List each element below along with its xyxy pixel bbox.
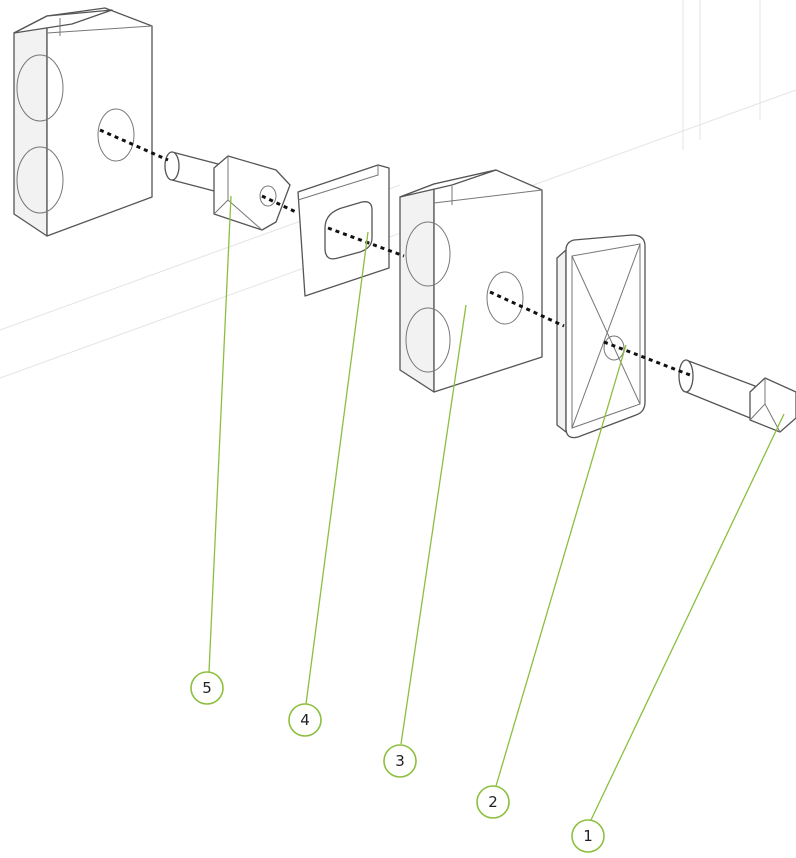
- callout-4: 4: [288, 703, 322, 737]
- leader-5: [208, 195, 232, 673]
- part-2-end-cover: [556, 234, 646, 439]
- part-1-bolt: [678, 359, 796, 433]
- callout-2-label: 2: [488, 793, 498, 811]
- leader-2: [495, 344, 627, 787]
- callout-1: 1: [571, 819, 605, 853]
- leader-3: [400, 304, 467, 745]
- callout-5-label: 5: [202, 679, 212, 697]
- callout-4-label: 4: [300, 711, 310, 729]
- leader-1: [590, 413, 785, 821]
- leader-lines: [208, 195, 785, 821]
- callout-3: 3: [383, 744, 417, 778]
- callout-3-label: 3: [395, 752, 405, 770]
- callout-2: 2: [476, 785, 510, 819]
- assembly-axis: [99, 128, 691, 377]
- leader-4: [305, 231, 369, 705]
- callout-1-label: 1: [583, 827, 593, 845]
- part-3-middle-block: [399, 169, 543, 393]
- part-5-hex-standoff: [164, 151, 291, 231]
- part-4-bracket-plate: [297, 164, 390, 297]
- left-clamp-block: [13, 7, 153, 237]
- callout-5: 5: [190, 671, 224, 705]
